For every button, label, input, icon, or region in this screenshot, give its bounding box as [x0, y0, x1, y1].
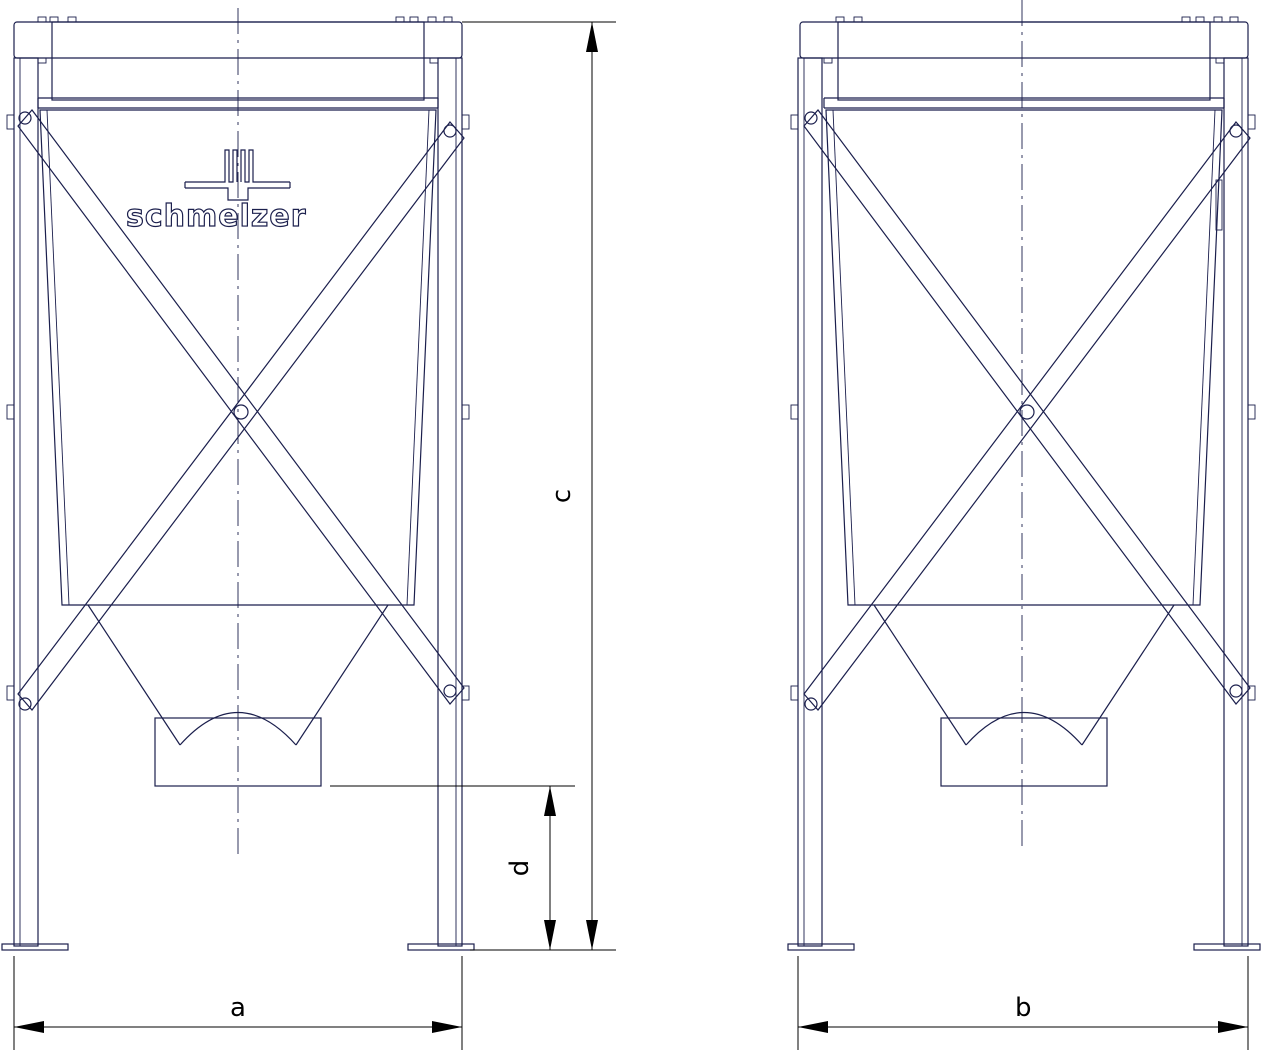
dimension-label-b: b — [1015, 993, 1032, 1023]
side-view — [787, 0, 1261, 951]
dimension-lines — [13, 21, 1249, 1050]
dimension-label-a: a — [230, 993, 246, 1023]
dimension-label-c: c — [547, 489, 577, 503]
hopper-body-side — [825, 109, 1223, 787]
cross-bracing — [17, 109, 465, 711]
support-legs-side — [787, 57, 1261, 951]
front-view: schmelzer — [1, 8, 475, 951]
logo-text: schmelzer — [126, 199, 307, 234]
dimension-labels: a b c d — [230, 489, 1032, 1023]
support-legs — [1, 57, 475, 951]
cross-bracing-side — [803, 109, 1251, 711]
schmelzer-logo: schmelzer — [125, 149, 307, 235]
dimension-label-d: d — [505, 860, 535, 877]
hopper-lid-side — [799, 16, 1249, 109]
